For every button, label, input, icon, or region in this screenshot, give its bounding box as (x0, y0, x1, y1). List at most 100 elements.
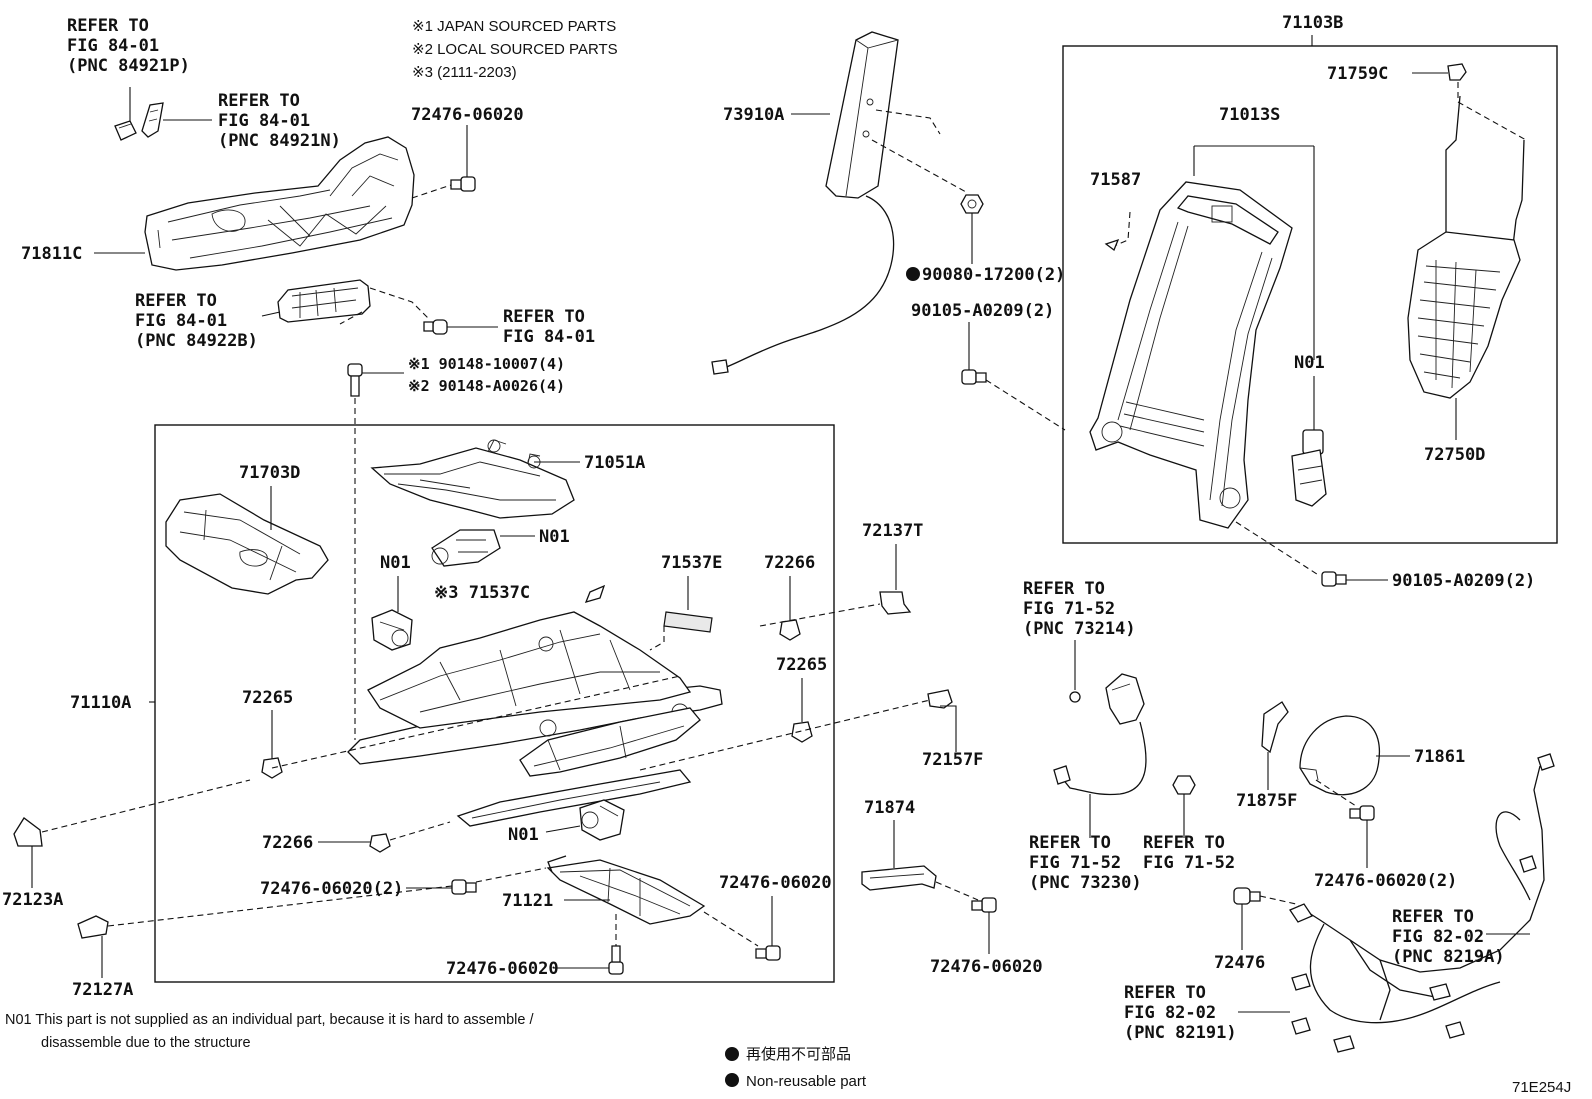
legend-non-reusable-en: Non-reusable part (746, 1073, 867, 1090)
part-seat-belt-buckle[interactable] (1053, 673, 1147, 796)
refer-8401-l2: FIG 84-01 (503, 327, 595, 347)
legend-dot-icon-jp (725, 1047, 739, 1061)
refer-82191-l2: FIG 82-02 (1124, 1003, 1216, 1023)
refer-84921n-l1: REFER TO (218, 91, 300, 111)
label-72476-06020-c: 72476-06020 (930, 957, 1043, 977)
label-72123a: 72123A (2, 890, 63, 910)
bolt-72476-06020-2b[interactable] (1349, 805, 1375, 821)
cover-72123a[interactable] (13, 817, 43, 847)
part-n01-seat-motor-c[interactable] (579, 799, 625, 841)
refer-84921n-l3: (PNC 84921N) (218, 131, 341, 151)
cover-72127a[interactable] (77, 915, 109, 939)
refer-84922b-l2: FIG 84-01 (135, 311, 227, 331)
part-71703d-cushion-pan[interactable] (165, 493, 329, 595)
part-84922b-switch[interactable] (277, 279, 371, 323)
bolt-72476-06020-r[interactable] (755, 945, 781, 961)
part-71110a-seat-adjuster[interactable] (347, 611, 723, 827)
label-72137t: 72137T (862, 521, 923, 541)
label-72266-a: 72266 (764, 553, 815, 573)
refer-8219a-l2: FIG 82-02 (1392, 927, 1484, 947)
refer-82191-l3: (PNC 82191) (1124, 1023, 1237, 1043)
cover-72157f[interactable] (927, 689, 953, 709)
label-n01-a: N01 (539, 527, 570, 547)
label-72476-06020-2a: 72476-06020(2) (260, 879, 403, 899)
refer-8401-l1: REFER TO (503, 307, 585, 327)
seat-belt-anchor[interactable] (1069, 691, 1081, 703)
label-71103b: 71103B (1282, 13, 1343, 33)
label-n01-c: N01 (508, 825, 539, 845)
part-n01-recliner-motor[interactable] (1291, 429, 1327, 507)
part-71875f-cover[interactable] (1261, 701, 1289, 754)
label-72476-06020-2b: 72476-06020(2) (1314, 871, 1457, 891)
refer-73214-l3: (PNC 73214) (1023, 619, 1136, 639)
part-seat-wire-harness[interactable] (1289, 753, 1555, 1053)
label-n01-back: N01 (1294, 353, 1325, 373)
refer-84921p-l2: FIG 84-01 (67, 36, 159, 56)
label-71110a: 71110A (70, 693, 131, 713)
figure-code: 71E254J (1512, 1079, 1571, 1096)
label-90080-17200: 90080-17200(2) (922, 265, 1065, 285)
non-reusable-mark-a (906, 267, 920, 281)
note-local-sourced: ※2 LOCAL SOURCED PARTS (412, 41, 618, 58)
part-n01-seat-motor-a[interactable] (431, 529, 501, 567)
refer-84922b-l3: (PNC 84922B) (135, 331, 258, 351)
note-japan-sourced: ※1 JAPAN SOURCED PARTS (412, 18, 616, 35)
refer-73214-l1: REFER TO (1023, 579, 1105, 599)
part-84921n-knob[interactable] (141, 102, 164, 138)
part-71121-adjuster-bracket[interactable] (546, 855, 706, 925)
part-71811c-seat-cushion-shield[interactable] (144, 136, 415, 271)
bolt-90105-a0209-a[interactable] (961, 369, 987, 385)
label-plate-71537c[interactable] (584, 584, 606, 603)
label-90105-a0209-b: 90105-A0209(2) (1392, 571, 1535, 591)
bolt-90148[interactable] (347, 363, 363, 397)
legend-non-reusable-jp: 再使用不可部品 (746, 1046, 851, 1063)
screw-84-01[interactable] (423, 319, 448, 335)
part-72750d-lumbar-support[interactable] (1407, 95, 1525, 399)
label-71759c: 71759C (1327, 64, 1388, 84)
bolt-72476-06020-2a[interactable] (451, 879, 477, 895)
nut-90080-17200[interactable] (960, 194, 984, 214)
label-plate-71537e[interactable] (663, 611, 713, 633)
note-date-range: ※3 (2111-2203) (412, 64, 517, 81)
bolt-72476-06020-top[interactable] (450, 176, 476, 192)
label-72476-06020-r: 72476-06020 (719, 873, 832, 893)
label-71861: 71861 (1414, 747, 1465, 767)
bolt-72476-06020-b[interactable] (608, 945, 624, 975)
part-84921p-knob[interactable] (114, 120, 137, 141)
clip-72266-a[interactable] (779, 619, 801, 641)
label-72265-b: 72265 (776, 655, 827, 675)
label-90148-10007: ※1 90148-10007(4) (408, 355, 565, 373)
refer-82191-l1: REFER TO (1124, 983, 1206, 1003)
label-72266-b: 72266 (262, 833, 313, 853)
clip-71759c[interactable] (1447, 63, 1467, 81)
refer-7152-l2: FIG 71-52 (1143, 853, 1235, 873)
label-72265-a: 72265 (242, 688, 293, 708)
refer-84921p-l3: (PNC 84921P) (67, 56, 190, 76)
cover-72137t[interactable] (879, 591, 912, 615)
part-73910a-side-airbag[interactable] (711, 31, 899, 375)
label-71703d: 71703D (239, 463, 300, 483)
part-71051a-cushion-spring[interactable] (370, 439, 575, 519)
refer-8219a-l3: (PNC 8219A) (1392, 947, 1505, 967)
n01-footnote-line1: N01 This part is not supplied as an indi… (5, 1012, 534, 1028)
refer-73230-l1: REFER TO (1029, 833, 1111, 853)
part-n01-seat-motor-b[interactable] (371, 609, 413, 651)
label-71537e: 71537E (661, 553, 722, 573)
bolt-90105-a0209-b[interactable] (1321, 571, 1347, 587)
label-72157f: 72157F (922, 750, 983, 770)
bolt-72476-06020-c[interactable] (971, 897, 997, 913)
part-71861-shield[interactable] (1299, 715, 1380, 796)
label-71587: 71587 (1090, 170, 1141, 190)
clip-72265-b[interactable] (791, 721, 813, 743)
clip-72266-b[interactable] (369, 833, 391, 853)
part-71874-cover[interactable] (861, 865, 937, 891)
part-71013s-seat-back-frame[interactable] (1089, 181, 1293, 529)
label-72476-06020-b: 72476-06020 (446, 959, 559, 979)
refer-84921p-l1: REFER TO (67, 16, 149, 36)
label-71537c: ※3 71537C (434, 583, 530, 603)
bolt-72476[interactable] (1233, 887, 1261, 905)
label-n01-b: N01 (380, 553, 411, 573)
nut-seat-belt[interactable] (1172, 775, 1196, 795)
refer-7152-l1: REFER TO (1143, 833, 1225, 853)
